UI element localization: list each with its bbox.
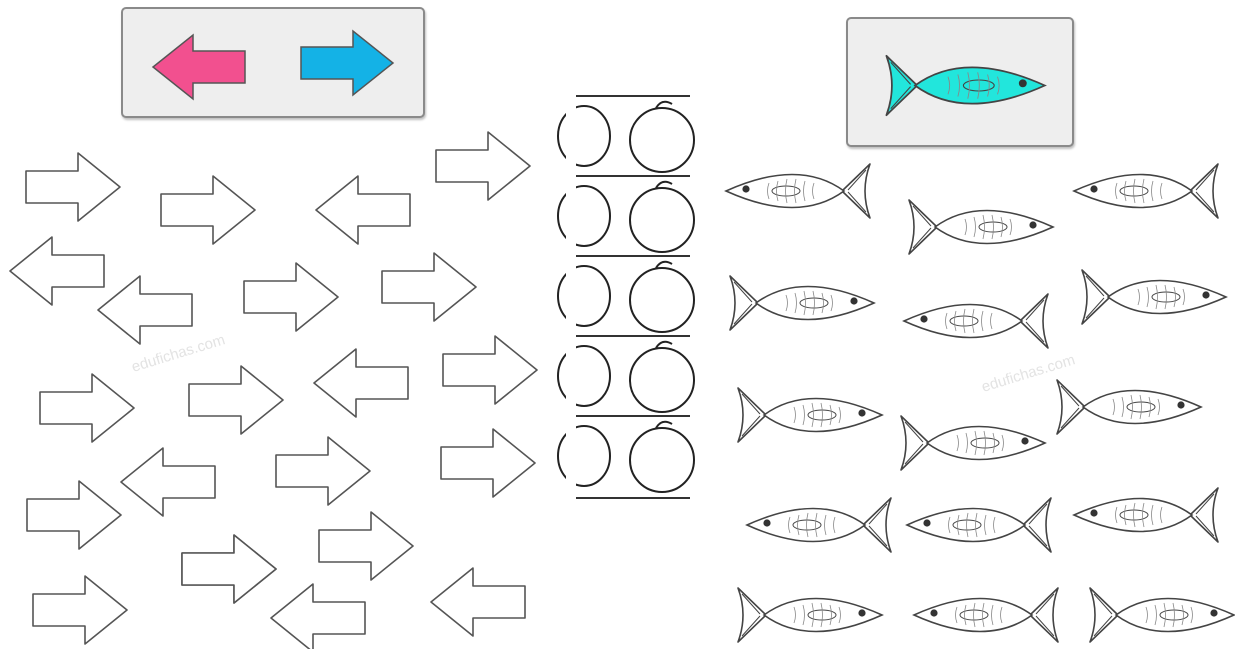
peach-icon: [629, 420, 695, 493]
arrow-legend-box: [121, 7, 425, 118]
pink-left-arrow-icon: [151, 33, 246, 101]
right-arrow-outline[interactable]: [442, 335, 538, 405]
right-arrow-outline[interactable]: [188, 365, 284, 435]
right-arrow-outline[interactable]: [160, 175, 256, 245]
pear-icon: [557, 345, 611, 407]
right-arrow-outline[interactable]: [32, 575, 128, 645]
left-fish-outline[interactable]: [745, 497, 892, 553]
right-arrow-outline[interactable]: [39, 373, 135, 443]
left-fish-outline[interactable]: [912, 587, 1059, 643]
fish-field: [724, 163, 1235, 643]
watermelon-icon: [557, 185, 611, 247]
right-arrow-outline[interactable]: [381, 252, 477, 322]
blue-right-arrow-icon: [300, 29, 395, 97]
legend-arrows: [151, 29, 395, 101]
cyan-fish-icon: [885, 54, 1047, 117]
left-fish-outline[interactable]: [1072, 487, 1219, 543]
left-arrow-outline[interactable]: [313, 348, 409, 418]
left-arrow-outline[interactable]: [120, 447, 216, 517]
right-fish-outline[interactable]: [737, 387, 884, 443]
right-arrow-outline[interactable]: [25, 152, 121, 222]
left-arrow-outline[interactable]: [97, 275, 193, 345]
right-fish-outline[interactable]: [1081, 269, 1228, 325]
orange-icon: [557, 265, 611, 327]
left-fish-outline[interactable]: [1072, 163, 1219, 219]
strawberry-icon: [557, 105, 611, 167]
left-arrow-outline[interactable]: [315, 175, 411, 245]
right-arrow-outline[interactable]: [275, 436, 371, 506]
left-fish-outline[interactable]: [724, 163, 871, 219]
fruit-strip-drawing: [557, 94, 695, 500]
right-fish-outline[interactable]: [729, 275, 876, 331]
right-arrow-outline[interactable]: [26, 480, 122, 550]
left-fish-outline[interactable]: [905, 497, 1052, 553]
carrot-icon: [629, 260, 695, 333]
right-fish-outline[interactable]: [900, 415, 1047, 471]
grapes-icon: [629, 180, 695, 253]
cherry-icon: [557, 425, 611, 487]
right-fish-outline[interactable]: [908, 199, 1055, 255]
arrows-field: [9, 131, 538, 649]
arrows-exercise: edufichas.com: [0, 0, 560, 649]
right-arrow-outline[interactable]: [440, 428, 536, 498]
left-fish-outline[interactable]: [902, 293, 1049, 349]
right-arrow-outline[interactable]: [181, 534, 277, 604]
fruit-strip: [557, 94, 695, 500]
tomato-icon: [629, 340, 695, 413]
right-fish-outline[interactable]: [737, 587, 884, 643]
fish-exercise: edufichas.com: [700, 0, 1235, 649]
right-arrow-outline[interactable]: [435, 131, 531, 201]
left-arrow-outline[interactable]: [430, 567, 526, 637]
apple-icon: [629, 100, 695, 173]
left-arrow-outline[interactable]: [9, 236, 105, 306]
right-arrow-outline[interactable]: [318, 511, 414, 581]
right-fish-outline[interactable]: [1056, 379, 1203, 435]
fish-legend-box: [846, 17, 1074, 147]
right-fish-outline[interactable]: [1089, 587, 1235, 643]
left-arrow-outline[interactable]: [270, 583, 366, 649]
right-arrow-outline[interactable]: [243, 262, 339, 332]
